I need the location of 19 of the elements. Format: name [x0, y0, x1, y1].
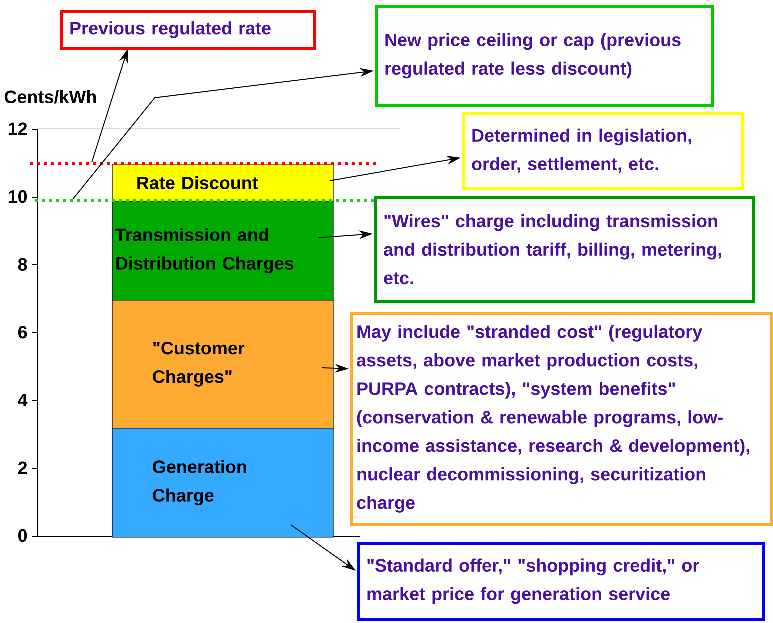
callout-box: "Standard offer," "shopping credit," or market price for generation service: [357, 542, 765, 621]
callout-box: "Wires" charge including transmission and distribution tariff, billing, metering, etc.: [374, 196, 755, 303]
callout-box: May include "stranded cost" (regulatory assets, above market production costs, PURPA contracts), "system benefits" (conservation & renewable programs, low-income assistance, research & development), nuclear decommissioning, securitization charge: [350, 312, 773, 526]
bar-segment: Transmission and Distribution Charges: [112, 201, 334, 301]
tick-label: 2: [18, 462, 28, 474]
tick-label: 4: [18, 394, 28, 406]
tick-label: 12: [8, 122, 28, 136]
callout-box: Determined in legislation, order, settlement, etc.: [462, 112, 744, 190]
tick-label: 8: [18, 258, 28, 271]
callout-box: New price ceiling or cap (previous regulated rate less discount): [375, 5, 714, 107]
tick-label: 6: [18, 326, 28, 339]
bar-segment: Generation Charge: [112, 428, 334, 538]
callout-box: Previous regulated rate: [60, 10, 316, 50]
tick-label: 10: [8, 190, 28, 204]
tick-label: 0: [18, 529, 28, 542]
bar-segment: "Customer Charges": [112, 300, 334, 429]
axis-title: Cents/kWh: [4, 90, 96, 104]
dotted-line: [30, 162, 378, 166]
bar-segment: Rate Discount: [112, 164, 334, 202]
